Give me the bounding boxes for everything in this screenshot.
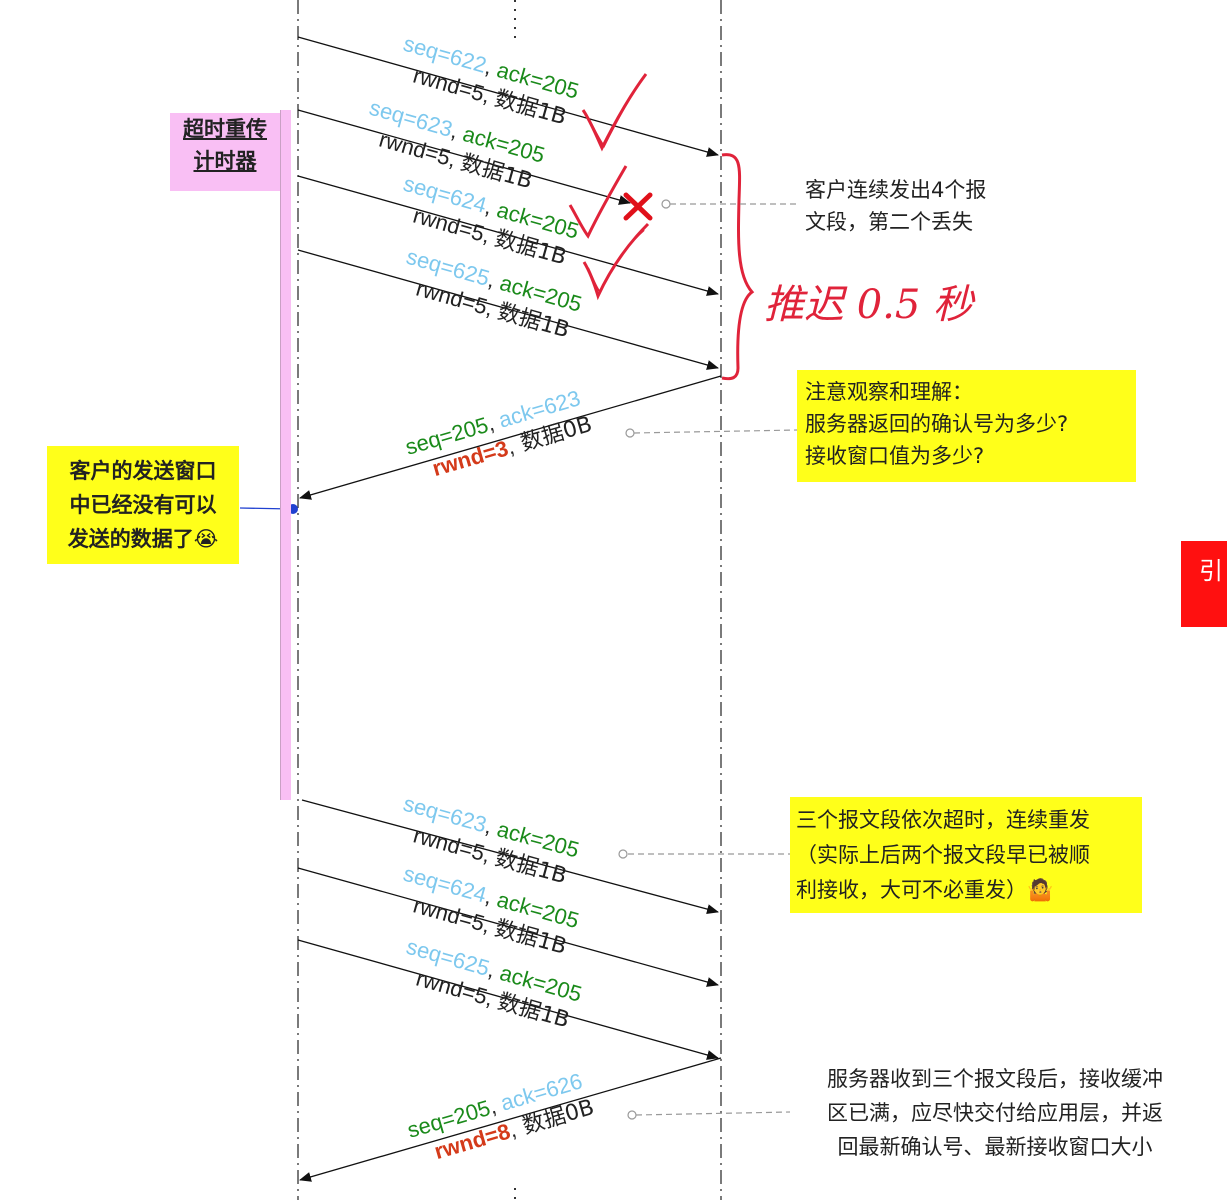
checkmark-icon xyxy=(568,165,628,239)
note-retransmit: 三个报文段依次超时，连续重发 （实际上后两个报文段早已被顺 利接收，大可不必重发… xyxy=(790,797,1142,913)
note-connector xyxy=(618,199,800,1120)
segment-arrow xyxy=(297,867,719,987)
segment-arrow xyxy=(297,249,719,370)
segment-arrow xyxy=(297,939,719,1060)
note-four-segments: 客户连续发出4个报 文段，第二个丢失 xyxy=(805,178,987,234)
reply-label: seq=205,ack=623 rwnd=3,数据0B xyxy=(402,385,595,481)
handwritten-delay-note: 推迟 0.5 秒 xyxy=(764,282,976,328)
segment-arrow xyxy=(297,175,719,296)
checkmark-icon xyxy=(581,73,648,152)
reply-arrow xyxy=(299,1057,722,1182)
segment-arrow-lost xyxy=(297,109,631,205)
retransmit-timer-bar xyxy=(280,110,291,800)
curly-brace xyxy=(721,153,755,381)
segment-arrow xyxy=(301,799,719,914)
reply-label: seq=205,ack=626 rwnd=8,数据0B xyxy=(404,1068,597,1164)
red-side-tab[interactable]: 引 xyxy=(1181,541,1227,627)
segment-arrow xyxy=(297,36,719,157)
lost-packet-x-icon xyxy=(623,192,653,221)
checkmark-icon xyxy=(587,79,643,148)
note-observe-ack: 注意观察和理解： 服务器返回的确认号为多少? 接收窗口值为多少? xyxy=(797,370,1136,482)
note-server-buffer-full: 服务器收到三个报文段后，接收缓冲 区已满，应尽快交付给应用层，并返 回最新确认号… xyxy=(827,1067,1163,1159)
retransmit-timer-label: 超时重传 计时器 xyxy=(170,113,280,191)
reply-arrow xyxy=(299,375,722,500)
crying-emoji: 😭 xyxy=(193,527,219,551)
send-window-empty-note: 客户的发送窗口 中已经没有可以 发送的数据了😭 xyxy=(47,446,239,564)
shrug-emoji: 🤷 xyxy=(1027,878,1054,902)
